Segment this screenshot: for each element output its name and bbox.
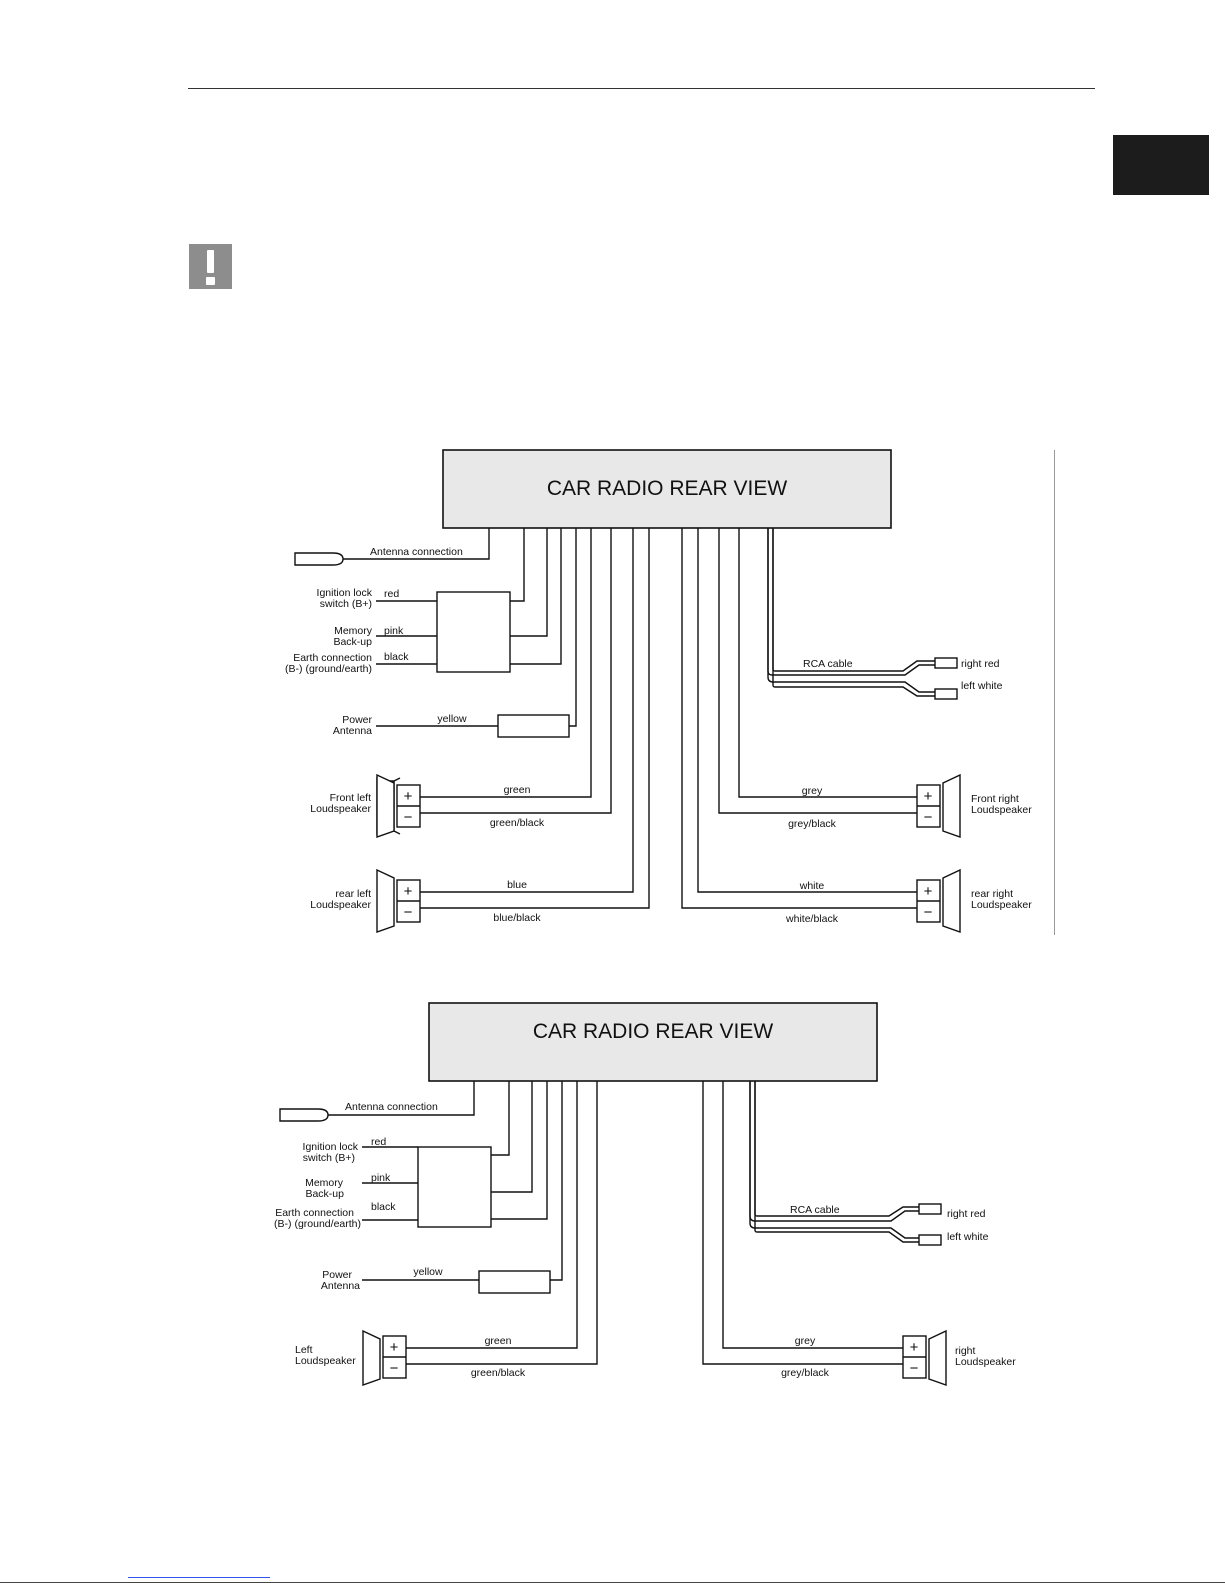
- wire-blue-label: blue: [507, 879, 527, 891]
- rear-left-label: rear left: [335, 888, 371, 900]
- ground-earth-label: (B-) (ground/earth): [274, 1218, 361, 1230]
- wire-grey-label: grey: [795, 1335, 816, 1347]
- wire-pink-label: pink: [384, 625, 404, 637]
- footer-link-underline: [128, 1577, 270, 1578]
- front-right-ls-label: Loudspeaker: [971, 804, 1032, 816]
- rear-right-speaker-icon: [942, 868, 961, 933]
- wire-white-label: white: [799, 880, 825, 892]
- unit-title: CAR RADIO REAR VIEW: [533, 1020, 774, 1043]
- rca-plug-white-icon: [918, 1234, 942, 1246]
- memory-label: Memory: [334, 625, 373, 637]
- power-label: Power: [322, 1269, 352, 1281]
- wire-black-label: black: [384, 651, 409, 663]
- rca-cable-label: RCA cable: [790, 1204, 840, 1216]
- earth-connection-label: Earth connection: [293, 652, 372, 664]
- rca-plug-red-icon: [918, 1203, 942, 1215]
- junction-box: [417, 1146, 492, 1228]
- rear-left-speaker-icon: [376, 868, 395, 933]
- left-speaker-icon: [362, 1329, 381, 1386]
- wire-grey-black-label: grey/black: [781, 1367, 830, 1379]
- back-up-label: Back-up: [305, 1188, 344, 1200]
- power-label: Power: [342, 714, 372, 726]
- rear-right-ls-label: Loudspeaker: [971, 899, 1032, 911]
- junction-box: [436, 591, 511, 673]
- power-antenna-module: [497, 714, 570, 738]
- right-minus: −: [910, 1360, 919, 1377]
- wire-red-label: red: [384, 588, 399, 600]
- antenna-label: Antenna: [321, 1280, 360, 1292]
- wire-blue-black-label: blue/black: [493, 912, 541, 924]
- rca-cable-label: RCA cable: [803, 658, 853, 670]
- power-antenna-module: [478, 1270, 551, 1294]
- left-plus: +: [390, 1339, 399, 1356]
- car-radio-unit: [442, 449, 892, 529]
- wire-grey-black-label: grey/black: [788, 818, 837, 830]
- wiring-diagram-4-speakers: CAR RADIO REAR VIEW Antenna connection I…: [0, 445, 1225, 940]
- margin-rule: [1054, 450, 1055, 935]
- front-left-plus: +: [404, 788, 413, 805]
- wire-green-black-label: green/black: [490, 817, 545, 829]
- front-left-label: Front left: [330, 792, 372, 804]
- antenna-connection-label: Antenna connection: [345, 1101, 438, 1113]
- rear-left-plus: +: [404, 883, 413, 900]
- right-ls-label: Loudspeaker: [955, 1356, 1016, 1368]
- rear-right-plus: +: [924, 883, 933, 900]
- rca-plug-white-icon: [934, 688, 958, 700]
- wire-yellow-label: yellow: [413, 1266, 443, 1278]
- antenna-label: Antenna: [333, 725, 372, 737]
- right-speaker-icon: [928, 1329, 947, 1386]
- front-right-speaker-icon: [942, 773, 961, 838]
- unit-title: CAR RADIO REAR VIEW: [547, 477, 788, 500]
- earth-connection-label: Earth connection: [275, 1207, 354, 1219]
- rear-left-ls-label: Loudspeaker: [310, 899, 371, 911]
- wire-green-black-label: green/black: [471, 1367, 526, 1379]
- switch-b-plus-label: switch (B+): [303, 1152, 355, 1164]
- back-up-label: Back-up: [333, 636, 372, 648]
- right-label: right: [955, 1345, 976, 1357]
- front-left-ls-label: Loudspeaker: [310, 803, 371, 815]
- front-right-label: Front right: [971, 793, 1019, 805]
- antenna-plug-icon: [294, 552, 344, 566]
- rear-right-minus: −: [924, 904, 933, 921]
- left-label: Left: [295, 1344, 313, 1356]
- right-red-label: right red: [947, 1208, 986, 1220]
- rear-left-minus: −: [404, 904, 413, 921]
- front-right-minus: −: [924, 809, 933, 826]
- switch-b-plus-label: switch (B+): [320, 598, 372, 610]
- wire-red-label: red: [371, 1136, 386, 1148]
- wire-pink-label: pink: [371, 1172, 391, 1184]
- wire-yellow-label: yellow: [437, 713, 467, 725]
- rca-plug-red-icon: [934, 657, 958, 669]
- ground-earth-label: (B-) (ground/earth): [285, 663, 372, 675]
- antenna-plug-icon: [279, 1108, 329, 1122]
- left-white-label: left white: [961, 680, 1003, 692]
- front-left-minus: −: [404, 809, 413, 826]
- wiring-diagram-2-speakers: CAR RADIO REAR VIEW Antenna connection I…: [0, 995, 1225, 1395]
- footer-rule: [0, 1582, 1225, 1583]
- wire-black-label: black: [371, 1201, 396, 1213]
- chapter-tab: [1113, 135, 1209, 195]
- ignition-lock-label: Ignition lock: [317, 587, 373, 599]
- memory-label: Memory: [305, 1177, 344, 1189]
- left-ls-label: Loudspeaker: [295, 1355, 356, 1367]
- antenna-connection-label: Antenna connection: [370, 546, 463, 558]
- warning-icon: [189, 244, 232, 289]
- left-white-label: left white: [947, 1231, 989, 1243]
- front-right-plus: +: [924, 788, 933, 805]
- right-plus: +: [910, 1339, 919, 1356]
- car-radio-unit: [428, 1002, 878, 1082]
- header-rule: [188, 88, 1095, 89]
- wire-green-label: green: [504, 784, 531, 796]
- ignition-lock-label: Ignition lock: [303, 1141, 359, 1153]
- wire-green-label: green: [485, 1335, 512, 1347]
- right-red-label: right red: [961, 658, 1000, 670]
- left-minus: −: [390, 1360, 399, 1377]
- rear-right-label: rear right: [971, 888, 1013, 900]
- wire-grey-label: grey: [802, 785, 823, 797]
- wire-white-black-label: white/black: [785, 913, 839, 925]
